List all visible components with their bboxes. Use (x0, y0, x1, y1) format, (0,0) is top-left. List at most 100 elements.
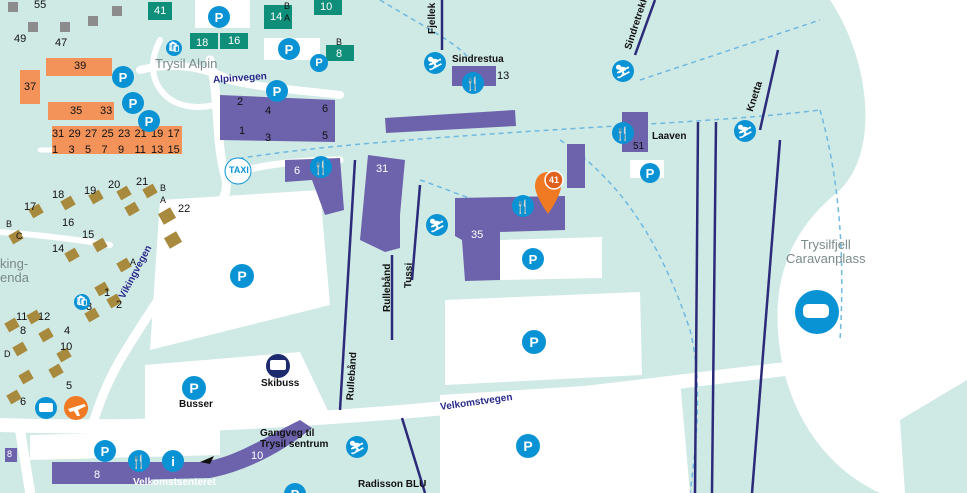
cabin-number: 14 (52, 243, 65, 255)
row-house-number: 5 (85, 144, 92, 156)
row-house-number: 21 (134, 128, 147, 140)
bus-glyph (270, 360, 286, 370)
building-47: 47 (55, 37, 68, 49)
letter-c-west: C (16, 231, 23, 241)
buildings (5, 66, 648, 484)
place-laaven-num: 51 (633, 141, 645, 152)
ski-lift-icon-5[interactable]: ⛷ (346, 436, 368, 458)
building-6-top: 6 (322, 103, 329, 115)
ski-lift-icon-2[interactable]: ⛷ (612, 60, 634, 82)
building-55: 55 (34, 0, 47, 11)
place-skibuss: Skibuss (261, 378, 300, 389)
bus-glyph-2 (39, 403, 53, 412)
cabin-number: 15 (82, 229, 95, 241)
cabin-number: 8 (20, 325, 27, 337)
row-house-number: 15 (167, 144, 180, 156)
parking-icon-11[interactable]: P (310, 54, 328, 72)
cabin-number: 5 (66, 380, 73, 392)
row-house-number: 13 (151, 144, 164, 156)
parking-icon-large-4[interactable]: P (516, 434, 540, 458)
ski-lift-icon-3[interactable]: ⛷ (734, 120, 756, 142)
restaurant-icon-sindrestua[interactable]: 🍴 (462, 72, 484, 94)
place-sindrestua-num: 13 (497, 70, 510, 82)
parking-icon-8[interactable]: P (94, 440, 116, 462)
cabin-number: 2 (116, 299, 123, 311)
taxi-bg (224, 157, 252, 185)
lift-fjellekspressen: Fjellek (427, 2, 438, 34)
parking-icon-4[interactable]: P (122, 92, 144, 114)
parking-icon-10[interactable]: P (522, 248, 544, 270)
building-2: 2 (237, 96, 244, 108)
area-caravan-line1: Trysilfjell (800, 237, 851, 252)
parking-icon-5[interactable]: P (138, 110, 160, 132)
letter-b-8: B (336, 37, 343, 47)
parking-icon-large-1[interactable]: P (230, 264, 254, 288)
cabin-number: 1 (104, 287, 111, 299)
building-41: 41 (154, 5, 167, 17)
place-gangveg: Gangveg til Trysil sentrum (260, 428, 328, 450)
caravan-glyph (803, 304, 829, 318)
cabin-number: 18 (52, 189, 65, 201)
building-37: 37 (24, 81, 37, 93)
info-icon[interactable]: i (162, 450, 184, 472)
building-6: 6 (294, 165, 301, 177)
restaurant-icon-6[interactable]: 🍴 (310, 156, 332, 178)
parking-icon-1[interactable]: P (208, 6, 230, 28)
cabin-number: 3 (86, 301, 93, 313)
cabin-number: 4 (64, 325, 71, 337)
orange-buildings (20, 58, 182, 154)
parking-icon-7[interactable]: P (640, 163, 660, 183)
building-49: 49 (14, 33, 27, 45)
building-10-top: 10 (320, 1, 333, 13)
shop-icon-2[interactable]: 🛍 (74, 294, 90, 310)
letter-b-west: B (6, 219, 13, 229)
row-house-number: 7 (101, 144, 108, 156)
ski-lift-icon-4[interactable]: ⛷ (426, 214, 448, 236)
row-house-number: 23 (118, 128, 131, 140)
cabin-number: 17 (24, 201, 37, 213)
location-pin-number: 41 (549, 175, 560, 185)
letter-a-22: A (160, 195, 167, 205)
teal-buildings (148, 0, 354, 61)
place-sindrestua: Sindrestua (452, 54, 504, 65)
parking-icon-6[interactable]: P (266, 80, 288, 102)
building-8-top: 8 (336, 48, 343, 60)
row-house-number: 9 (118, 144, 125, 156)
taxi-label[interactable]: TAXI (229, 165, 249, 175)
row-house-number: 27 (85, 128, 98, 140)
building-35: 35 (471, 229, 484, 241)
building-18: 18 (196, 37, 209, 49)
parking-icon-large-2[interactable]: P (182, 376, 206, 400)
area-trysil-alpin: Trysil Alpin (155, 56, 218, 71)
restaurant-icon-velkomst[interactable]: 🍴 (128, 450, 150, 472)
field-edge (900, 380, 967, 493)
shop-icon[interactable]: 🛍 (166, 40, 182, 56)
parking-icon-3[interactable]: P (112, 66, 134, 88)
parking-icon-9[interactable]: P (284, 483, 306, 493)
row-house-number: 19 (151, 128, 164, 140)
cabins (4, 183, 183, 405)
parking-icon-2[interactable]: P (278, 38, 300, 60)
place-gangveg-line1: Gangveg til (260, 428, 315, 439)
parking-icon-large-3[interactable]: P (522, 330, 546, 354)
cabin-number: 11 (16, 311, 28, 323)
restaurant-icon-laaven[interactable]: 🍴 (612, 122, 634, 144)
location-pin-badge (544, 170, 564, 190)
area-caravan: Trysilfjell Caravanplass (786, 237, 866, 267)
area-viking-line2: enda (0, 270, 29, 286)
ski-lift-icon-1[interactable]: ⛷ (424, 52, 446, 74)
grey-cabins (8, 2, 122, 32)
building-8-left: 8 (7, 449, 13, 459)
row-house-number: 1 (52, 144, 59, 156)
restaurant-icon-35[interactable]: 🍴 (512, 195, 534, 217)
cabin-number: 21 (136, 176, 149, 188)
airplane-glyph (68, 404, 86, 416)
letter-b-22: B (160, 183, 167, 193)
building-31: 31 (376, 163, 389, 175)
area-viking: king- enda (0, 256, 29, 286)
building-8: 8 (94, 469, 101, 481)
row-house-number: 17 (167, 128, 180, 140)
lift-rullebaand-1: Rullebånd (382, 263, 393, 312)
building-14: 14 (270, 11, 283, 23)
